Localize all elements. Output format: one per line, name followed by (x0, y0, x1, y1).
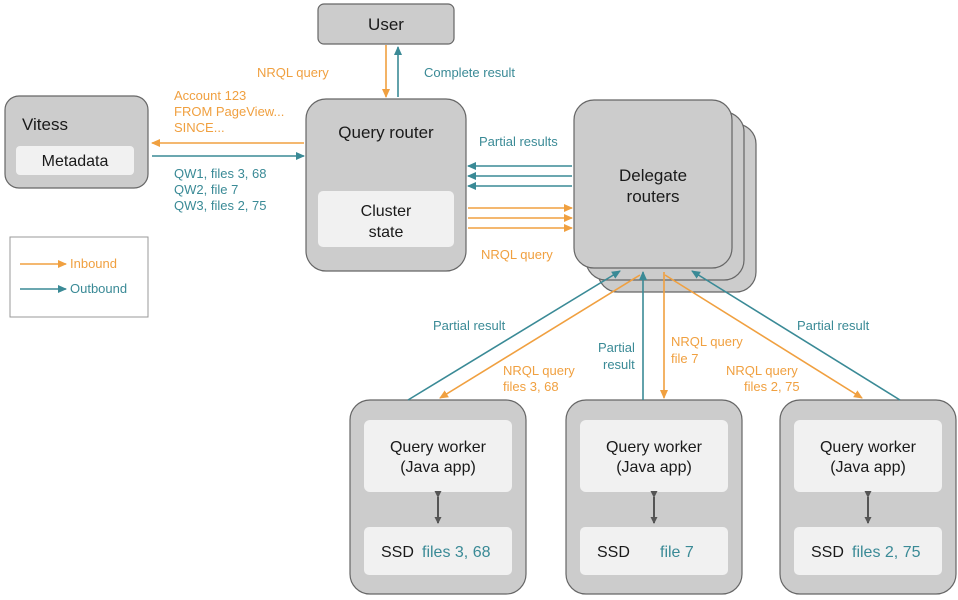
user-node: User (317, 3, 455, 45)
qw-list-line3: QW3, files 2, 75 (174, 198, 266, 213)
qw-list-line1: QW1, files 3, 68 (174, 166, 266, 181)
nrql-left-line1: NRQL query (503, 363, 575, 378)
vitess-node: Vitess Metadata (4, 95, 149, 189)
worker-1-ssd: SSD (381, 544, 414, 561)
nrql-right-line2: files 2, 75 (744, 379, 800, 394)
partial-result-left-label: Partial result (433, 318, 506, 333)
account-query-line3: SINCE... (174, 120, 225, 135)
nrql-right-line1: NRQL query (726, 363, 798, 378)
account-query-line2: FROM PageView... (174, 104, 284, 119)
partial-results-label: Partial results (479, 134, 558, 149)
worker-1-partial-result-arrow (407, 270, 621, 401)
worker-3-files: files 2, 75 (852, 544, 921, 561)
nrql-left-line2: files 3, 68 (503, 379, 559, 394)
cluster-state-line2: state (369, 224, 404, 241)
delegate-routers-line2: routers (627, 187, 680, 206)
worker-3-partial-result-arrow (691, 270, 901, 401)
nrql-mid-line2: file 7 (671, 351, 698, 366)
worker-1-files: files 3, 68 (422, 544, 491, 561)
query-router-node: Query router Cluster state (305, 98, 467, 272)
partial-result-mid-line1: Partial (598, 340, 635, 355)
cluster-state-line1: Cluster (361, 203, 412, 220)
worker-3-ssd: SSD (811, 544, 844, 561)
worker-2-subtitle: (Java app) (616, 459, 692, 476)
query-worker-2: Query worker (Java app) SSD file 7 (565, 399, 743, 595)
worker-2-ssd: SSD (597, 544, 630, 561)
account-query-line1: Account 123 (174, 88, 246, 103)
delegate-routers-line1: Delegate (619, 166, 687, 185)
legend: Inbound Outbound (9, 236, 149, 318)
complete-result-label: Complete result (424, 65, 515, 80)
nrql-query-top-label: NRQL query (257, 65, 329, 80)
nrql-query-mid-label: NRQL query (481, 247, 553, 262)
worker-3-subtitle: (Java app) (830, 459, 906, 476)
legend-inbound-label: Inbound (70, 256, 117, 271)
worker-1-nrql-arrow (439, 274, 641, 399)
partial-result-right-label: Partial result (797, 318, 870, 333)
worker-3-nrql-arrow (664, 274, 863, 399)
nrql-mid-line1: NRQL query (671, 334, 743, 349)
legend-outbound-label: Outbound (70, 281, 127, 296)
worker-1-title: Query worker (390, 439, 487, 456)
partial-result-mid-line2: result (603, 357, 635, 372)
delegate-routers-node: Delegate routers (573, 99, 757, 293)
query-worker-1: Query worker (Java app) SSD files 3, 68 (349, 399, 527, 595)
worker-3-title: Query worker (820, 439, 917, 456)
worker-2-files: file 7 (660, 544, 694, 561)
query-router-label: Query router (338, 123, 434, 142)
worker-1-subtitle: (Java app) (400, 459, 476, 476)
metadata-label: Metadata (42, 153, 109, 170)
worker-2-title: Query worker (606, 439, 703, 456)
vitess-label: Vitess (22, 115, 68, 134)
qw-list-line2: QW2, file 7 (174, 182, 238, 197)
query-worker-3: Query worker (Java app) SSD files 2, 75 (779, 399, 957, 595)
user-label: User (368, 15, 404, 34)
